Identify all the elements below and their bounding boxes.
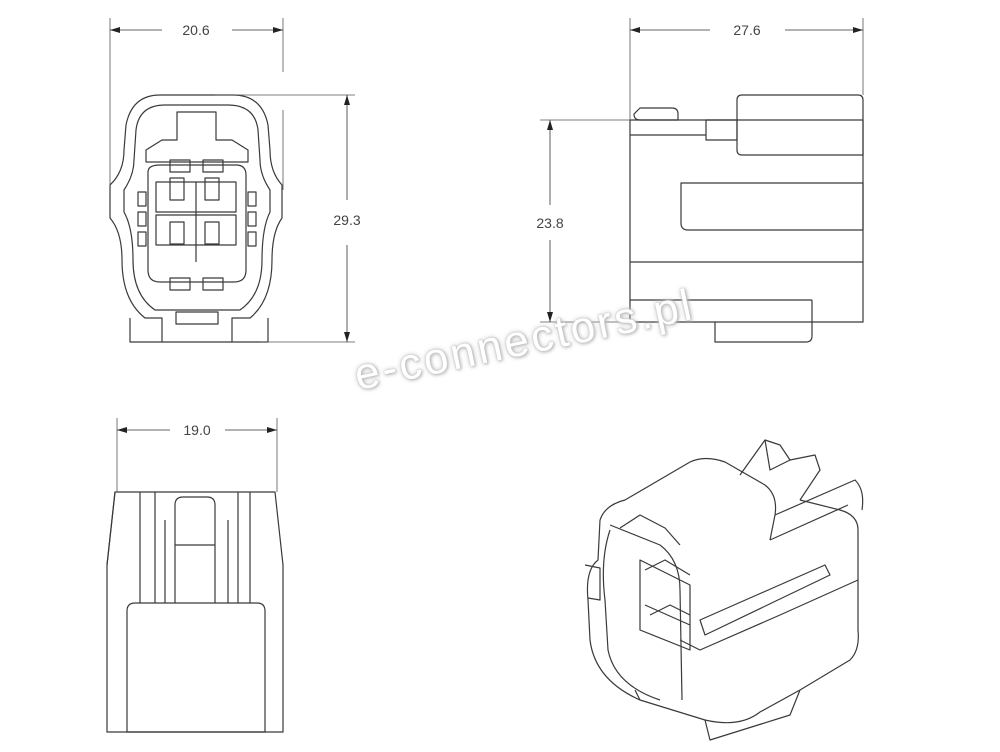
outline-stroke	[169, 159, 191, 173]
outline-stroke	[609, 524, 683, 701]
dimension-side-length: 27.6	[629, 18, 864, 120]
outline-stroke	[204, 177, 220, 201]
dimension-bottom-width: 19.0	[116, 418, 278, 492]
dimension-label: 29.3	[333, 212, 360, 228]
outline-stroke	[704, 689, 801, 741]
outline-stroke	[106, 491, 116, 566]
dimension-label: 27.6	[733, 22, 760, 38]
outline-stroke	[649, 604, 691, 616]
outline-stroke	[169, 277, 191, 291]
outline-stroke	[202, 159, 224, 173]
outline-stroke	[736, 94, 864, 156]
outline-stroke	[599, 457, 777, 541]
outline-stroke	[699, 564, 831, 636]
outline-stroke	[169, 177, 185, 201]
outline-stroke	[705, 119, 738, 141]
side-view	[629, 94, 864, 343]
outline-stroke	[774, 479, 864, 516]
outline-stroke	[137, 211, 147, 227]
outline-stroke	[109, 94, 163, 343]
outline-stroke	[644, 559, 691, 576]
outline-stroke	[106, 491, 284, 733]
outline-stroke	[619, 514, 681, 546]
dimension-label: 20.6	[182, 22, 209, 38]
outline-stroke	[680, 182, 864, 231]
bottom-view	[106, 491, 284, 733]
outline-stroke	[644, 604, 691, 626]
isometric-view	[584, 439, 864, 741]
outline-stroke	[769, 504, 849, 541]
outline-stroke	[633, 107, 679, 121]
outline-stroke	[714, 300, 813, 343]
dimension-front-height: 29.3	[215, 94, 361, 343]
outline-stroke	[175, 311, 219, 325]
outline-stroke	[137, 231, 147, 247]
outline-stroke	[169, 221, 185, 245]
outline-stroke	[174, 496, 216, 603]
outline-stroke	[160, 94, 283, 343]
outline-stroke	[147, 164, 247, 283]
outline-stroke	[634, 689, 641, 701]
outline-stroke	[123, 104, 271, 311]
outline-stroke	[202, 277, 224, 291]
outline-stroke	[126, 602, 266, 733]
dimension-side-height: 23.8	[536, 119, 630, 323]
outline-stroke	[145, 111, 249, 163]
dimension-label: 19.0	[183, 422, 210, 438]
outline-stroke	[137, 191, 147, 207]
outline-stroke	[679, 579, 859, 651]
outline-stroke	[204, 221, 220, 245]
dimension-label: 23.8	[536, 215, 563, 231]
outline-stroke	[739, 439, 821, 501]
outline-stroke	[764, 439, 791, 471]
outline-stroke	[586, 499, 859, 724]
outline-stroke	[247, 211, 257, 227]
outline-stroke	[247, 191, 257, 207]
outline-stroke	[639, 559, 691, 651]
outline-stroke	[629, 119, 864, 323]
outline-stroke	[584, 564, 601, 601]
dimension-front-width: 20.6	[109, 18, 284, 185]
outline-stroke	[602, 529, 661, 701]
outline-stroke	[247, 231, 257, 247]
front-view	[109, 94, 284, 343]
